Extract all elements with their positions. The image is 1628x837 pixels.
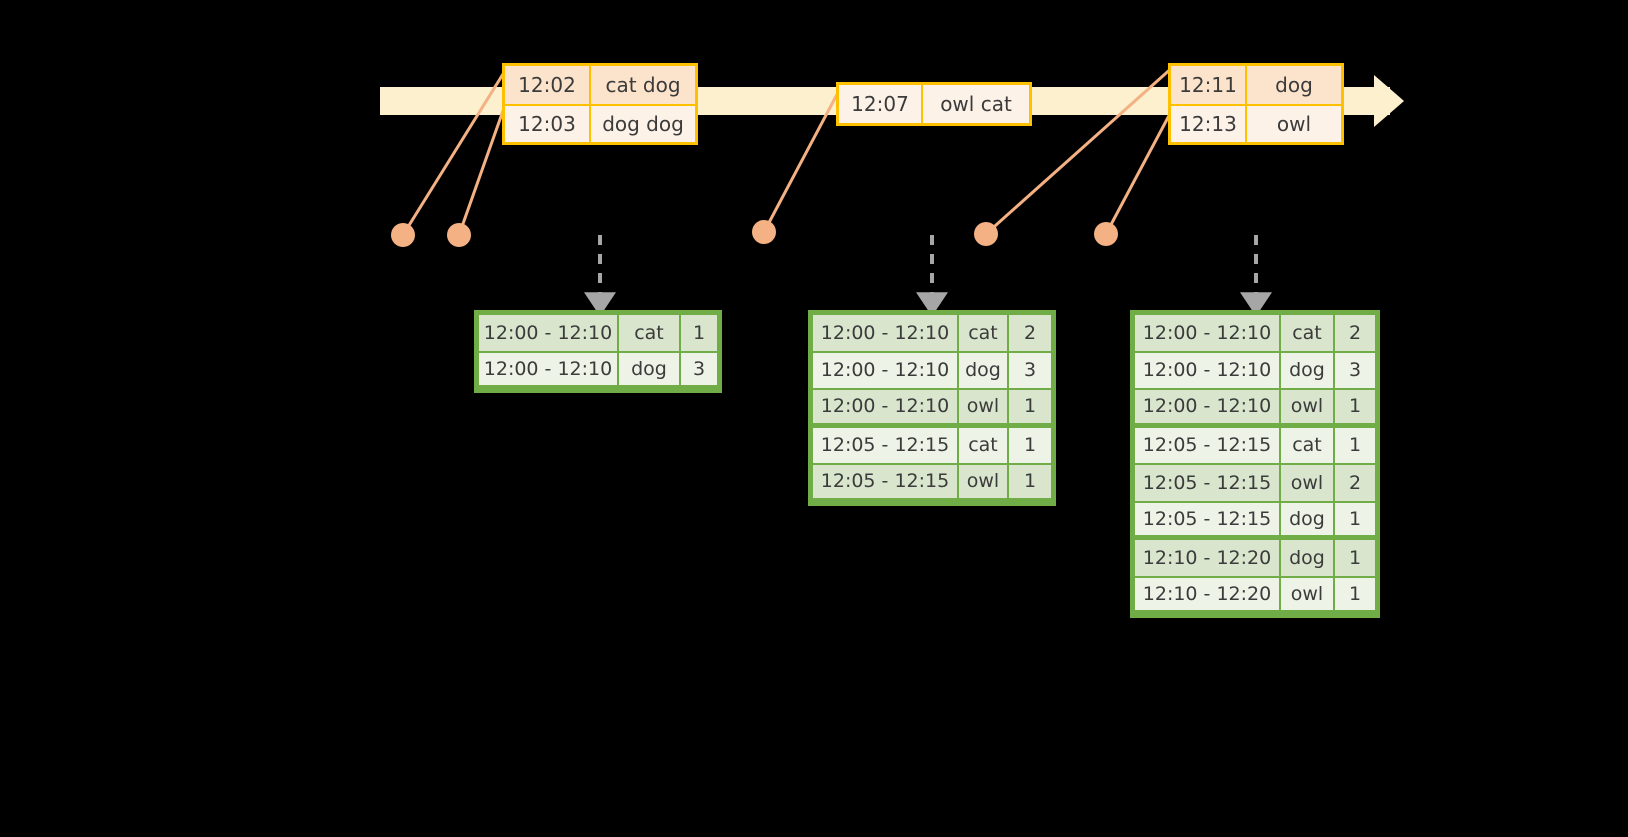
- cell-count: 1: [1008, 464, 1052, 499]
- event-box-3[interactable]: 12:11 dog 12:13 owl: [1168, 63, 1344, 145]
- event-time: 12:13: [1179, 112, 1237, 136]
- cell-window: 12:00 - 12:10: [812, 389, 958, 424]
- right-arrow-icon: [1374, 75, 1404, 127]
- cell-count: 3: [1008, 351, 1052, 389]
- cell-count: 1: [1334, 389, 1376, 424]
- cell-window: 12:00 - 12:10: [1134, 389, 1280, 424]
- cell-window: 12:00 - 12:10: [478, 351, 618, 386]
- cell-word: cat: [1280, 314, 1334, 352]
- cell-word: cat: [618, 314, 680, 352]
- event-row: 12:11 dog: [1171, 66, 1341, 104]
- event-time: 12:07: [851, 92, 909, 116]
- event-time: 12:02: [518, 73, 576, 97]
- cell-word: dog: [1280, 501, 1334, 536]
- cell-word: owl: [1280, 464, 1334, 502]
- event-words: cat dog: [589, 66, 695, 104]
- cell-count: 1: [1008, 426, 1052, 464]
- cell-window: 12:00 - 12:10: [1134, 314, 1280, 352]
- cell-window: 12:10 - 12:20: [1134, 539, 1280, 577]
- cell-count: 1: [1334, 501, 1376, 536]
- event-words: owl cat: [921, 85, 1029, 123]
- cell-count: 3: [1334, 351, 1376, 389]
- cell-word: cat: [958, 426, 1008, 464]
- event-row: 12:02 cat dog: [505, 66, 695, 104]
- connector-dot-4: [974, 222, 998, 246]
- cell-word: owl: [958, 389, 1008, 424]
- cell-window: 12:10 - 12:20: [1134, 576, 1280, 611]
- cell-count: 2: [1008, 314, 1052, 352]
- cell-window: 12:05 - 12:15: [1134, 501, 1280, 536]
- connector-dot-1: [391, 223, 415, 247]
- cell-count: 1: [1334, 426, 1376, 464]
- cell-word: owl: [1280, 576, 1334, 611]
- event-time: 12:11: [1179, 73, 1237, 97]
- cell-window: 12:05 - 12:15: [812, 464, 958, 499]
- cell-count: 1: [1334, 576, 1376, 611]
- event-box-2[interactable]: 12:07 owl cat: [836, 82, 1032, 126]
- cell-window: 12:00 - 12:10: [1134, 351, 1280, 389]
- cell-word: owl: [958, 464, 1008, 499]
- cell-count: 1: [1334, 539, 1376, 577]
- connector-line-5: [1104, 109, 1174, 235]
- connector-line-2: [457, 107, 506, 236]
- connector-dot-2: [447, 223, 471, 247]
- connector-dot-3: [752, 220, 776, 244]
- event-time: 12:03: [518, 112, 576, 136]
- cell-count: 3: [680, 351, 718, 386]
- cell-window: 12:00 - 12:10: [478, 314, 618, 352]
- event-words: dog dog: [589, 106, 695, 142]
- cell-window: 12:05 - 12:15: [1134, 426, 1280, 464]
- connector-dot-5: [1094, 222, 1118, 246]
- cell-count: 1: [1008, 389, 1052, 424]
- cell-word: dog: [1280, 351, 1334, 389]
- event-words: dog: [1245, 66, 1341, 104]
- cell-count: 2: [1334, 314, 1376, 352]
- cell-word: dog: [958, 351, 1008, 389]
- cell-window: 12:00 - 12:10: [812, 314, 958, 352]
- event-row: 12:03 dog dog: [505, 104, 695, 142]
- cell-word: cat: [1280, 426, 1334, 464]
- cell-window: 12:05 - 12:15: [812, 426, 958, 464]
- cell-word: cat: [958, 314, 1008, 352]
- event-row: 12:13 owl: [1171, 104, 1341, 142]
- cell-word: dog: [618, 351, 680, 386]
- cell-word: owl: [1280, 389, 1334, 424]
- event-box-1[interactable]: 12:02 cat dog 12:03 dog dog: [502, 63, 698, 145]
- cell-window: 12:00 - 12:10: [812, 351, 958, 389]
- cell-count: 2: [1334, 464, 1376, 502]
- dashed-arrow-group: [584, 235, 1272, 317]
- cell-count: 1: [680, 314, 718, 352]
- event-words: owl: [1245, 106, 1341, 142]
- cell-window: 12:05 - 12:15: [1134, 464, 1280, 502]
- cell-word: dog: [1280, 539, 1334, 577]
- event-row: 12:07 owl cat: [839, 85, 1029, 123]
